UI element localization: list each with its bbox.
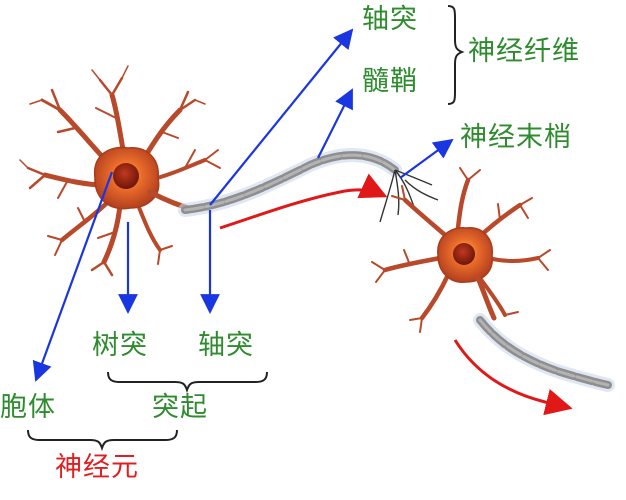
label-cell-body: 胞体 xyxy=(0,392,56,423)
label-nerve-ending: 神经末梢 xyxy=(460,122,572,153)
label-axon-top: 轴突 xyxy=(362,4,418,35)
neuron-2 xyxy=(371,167,551,333)
nucleus-1 xyxy=(113,163,139,189)
signal-arrow-2 xyxy=(453,339,573,416)
label-process: 突起 xyxy=(152,392,208,423)
bracket-nerve-fiber xyxy=(447,5,465,105)
nucleus-2 xyxy=(453,243,475,265)
label-nerve-fiber: 神经纤维 xyxy=(468,36,580,67)
arrow-nerve-ending xyxy=(399,138,454,179)
axon-1 xyxy=(178,148,402,217)
pointer-arrows xyxy=(32,28,454,382)
arrow-myelin xyxy=(317,88,353,159)
label-neuron: 神经元 xyxy=(55,452,139,483)
label-dendrite: 树突 xyxy=(92,330,148,361)
bracket-process xyxy=(107,371,268,394)
label-myelin: 髓鞘 xyxy=(362,66,418,97)
arrow-cell-body xyxy=(32,171,114,382)
label-axon-bottom: 轴突 xyxy=(198,330,254,361)
neuron-1 xyxy=(19,65,221,277)
bracket-neuron xyxy=(27,429,178,452)
axon-2 xyxy=(473,313,615,392)
nerve-endings xyxy=(379,169,439,223)
arrow-axon-top xyxy=(209,28,354,206)
signal-arrow-1 xyxy=(219,173,388,230)
